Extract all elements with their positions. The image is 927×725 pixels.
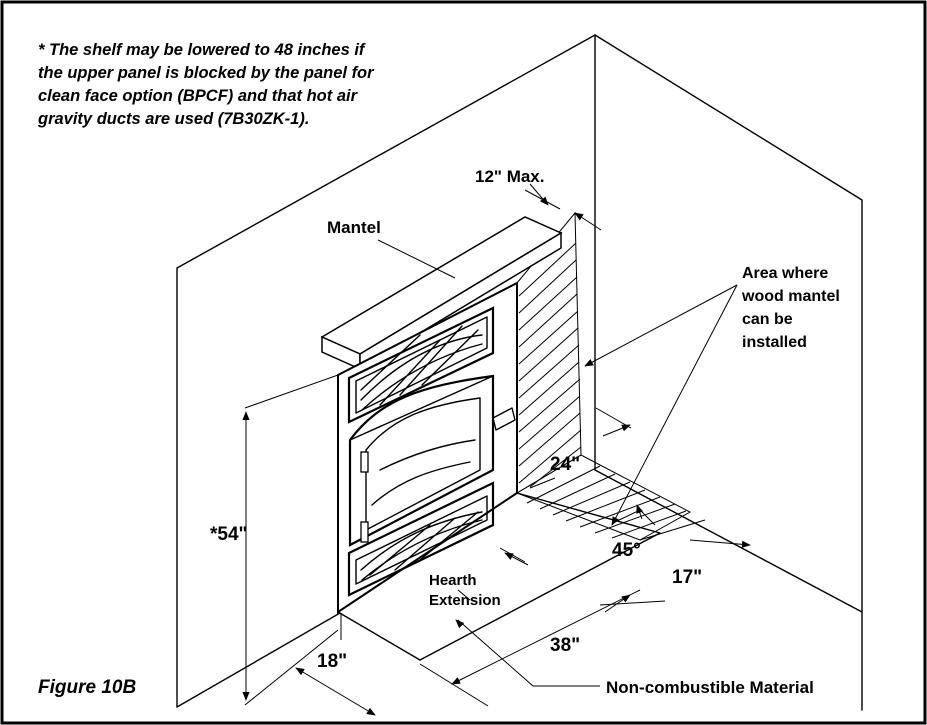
label-area-where: Area where wood mantel can be installed — [741, 265, 840, 351]
label-45: 45° — [612, 540, 641, 561]
label-54: *54" — [210, 524, 248, 545]
label-hearth: Hearth Extension — [429, 572, 501, 609]
dimension-12-max — [524, 183, 602, 231]
dimension-24 — [529, 407, 632, 489]
dimension-18 — [295, 613, 376, 716]
note-line-4: gravity ducts are used (7B30ZK-1). — [37, 110, 309, 128]
left-wall — [176, 34, 596, 708]
label-12-max: 12" Max. — [475, 167, 545, 186]
upper-grille — [347, 306, 495, 424]
label-non-combustible: Non-combustible Material — [606, 678, 814, 697]
label-17: 17" — [672, 567, 702, 588]
angle-45-marker — [614, 504, 656, 526]
note-line-3: clean face option (BPCF) and that hot ai… — [38, 87, 359, 105]
label-area-line-1: Area where — [742, 265, 828, 282]
note-line-1: * The shelf may be lowered to 48 inches … — [38, 41, 366, 59]
floor-mantel-area-hatch — [515, 454, 692, 541]
dimension-17 — [499, 519, 751, 566]
dimension-38 — [419, 589, 666, 707]
label-hearth-line-2: Extension — [429, 592, 501, 609]
leader-mantel — [377, 239, 456, 279]
label-area-line-3: can be — [742, 311, 793, 328]
label-hearth-line-1: Hearth — [429, 572, 477, 589]
leader-area-where — [584, 284, 738, 526]
note-block: * The shelf may be lowered to 48 inches … — [37, 41, 375, 128]
label-24: 24" — [550, 454, 580, 475]
leader-hearth — [457, 589, 471, 601]
figure-caption: Figure 10B — [38, 677, 136, 698]
lower-grille — [347, 481, 495, 597]
dimension-54 — [242, 374, 339, 706]
label-38: 38" — [550, 635, 580, 656]
door-hinge-upper — [360, 451, 369, 473]
label-area-line-4: installed — [742, 334, 807, 351]
right-wall — [594, 34, 863, 711]
hearth-extension — [337, 492, 661, 661]
note-line-2: the upper panel is blocked by the panel … — [38, 64, 375, 82]
floor-lines — [176, 469, 863, 708]
label-mantel: Mantel — [327, 218, 381, 237]
label-18: 18" — [317, 651, 347, 672]
mantel-shelf — [320, 216, 563, 371]
leader-non-combustible — [455, 619, 600, 687]
door-handle — [492, 407, 516, 431]
label-area-line-2: wood mantel — [741, 288, 840, 305]
door-hinge-lower — [360, 521, 369, 543]
